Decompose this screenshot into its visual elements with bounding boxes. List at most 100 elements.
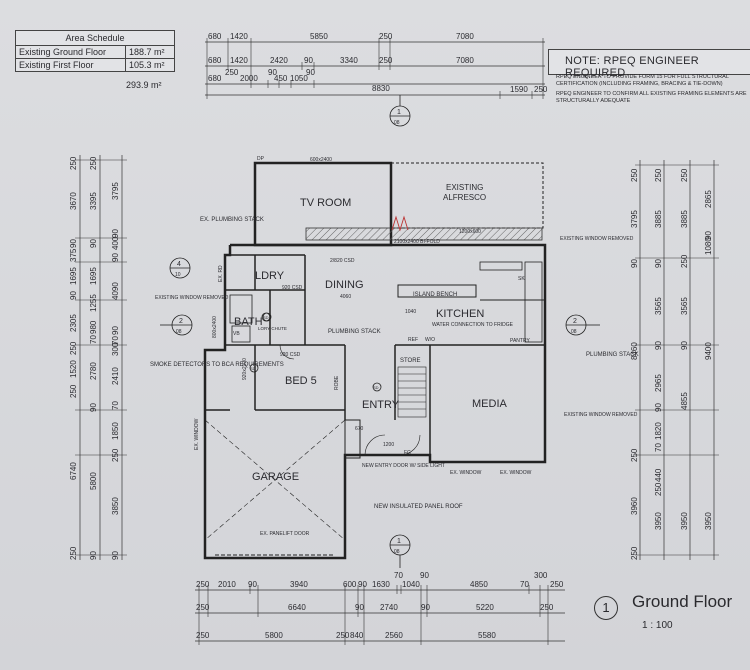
dim-label: 250 [630,546,639,560]
callout-number: 1 [397,538,401,545]
annotation: 920 CSD [282,285,303,291]
room-label-laundry: LDRY [255,270,285,282]
area-schedule-title: Area Schedule [16,31,174,46]
dim-label: 6640 [288,603,306,612]
dim-label: 3960 [630,497,639,515]
drawing-number: 1 [594,596,618,620]
dim-label: 90 [89,239,98,248]
annotation: ROBE [334,375,340,390]
annotation: DP [257,156,265,162]
drawing-name: Ground Floor [632,592,733,611]
annotation: 1200x600 [459,229,481,235]
annotation: 600x2400 [310,157,332,163]
dim-label: 90 [69,291,78,300]
room-label-entry: ENTRY [362,399,400,411]
dim-label: 250 [680,254,689,268]
dim-label: 2410 [111,367,120,385]
dim-label: 90 [89,551,98,560]
area-row: Existing Ground Floor 188.7 m² [16,46,174,59]
area-row-label: Existing First Floor [16,59,126,71]
dim-label: 90 [89,403,98,412]
dim-label: 1255 [89,294,98,312]
dim-label: 1820 [654,422,663,440]
annotation: PANTRY [510,338,530,344]
dim-label: 250 [69,384,78,398]
annotation: EX. WINDOW [500,470,532,476]
dim-label: 1080 [704,237,713,255]
note-line: RPEQ ENGINEER TO CONFIRM ALL EXISTING FR… [556,91,747,104]
dim-label: 90 [111,229,120,238]
dim-label: 7080 [456,56,474,65]
dim-label: 3850 [111,497,120,515]
dim-label: 680 [208,56,222,65]
dim-label: 980 [89,320,98,334]
room-label-bath: BATH [234,316,263,328]
dim-label: 6740 [69,462,78,480]
dim-label: 90 [420,571,429,580]
smoke-detector-markers: SD SD SD [249,312,382,392]
dim-label: 2780 [89,362,98,380]
dim-label: 2000 [240,74,258,83]
room-label-media: MEDIA [472,398,508,410]
dim-label: 3670 [69,192,78,210]
dim-label: 250 [196,603,210,612]
room-label-kitchen: KITCHEN [436,308,484,320]
dim-label: 4850 [470,580,488,589]
room-label-tv-room: TV ROOM [300,197,351,209]
callout-number: 1 [397,109,401,116]
annotation: SMOKE DETECTORS TO BCA REQUIREMENTS [150,362,284,368]
callout-number: 4 [177,261,181,268]
dim-label: 250 [196,631,210,640]
dim-label: 3940 [290,580,308,589]
annotation: REF [408,337,418,343]
callout-ref: 08 [394,549,400,555]
dim-label: 2865 [704,190,713,208]
annotation: 2100x2400 BI-FOLD [394,239,440,245]
dim-label: 250 [111,448,120,462]
annotation: PLUMBING STACK [586,352,639,358]
area-total: 293.9 m² [126,80,162,90]
dim-label: 3395 [89,192,98,210]
dim-label: 250 [69,156,78,170]
dim-label: 90 [704,231,713,240]
dim-label: 3950 [654,512,663,530]
annotation: ISLAND BENCH [413,292,457,298]
dim-label: 90 [630,259,639,268]
engineer-note-box: NOTE: RPEQ ENGINEER REQUIRED [548,49,750,79]
callout-number: 2 [179,318,183,325]
dim-label: 2420 [270,56,288,65]
dim-label: 9400 [704,342,713,360]
dim-label: 450 [274,74,288,83]
dim-label: 70 [111,336,120,345]
drawing-scale: 1 : 100 [642,620,673,631]
dim-label: 1040 [402,580,420,589]
room-labels: TV ROOM EXISTING ALFRESCO LDRY DINING KI… [234,183,508,483]
dim-label: 90 [306,68,315,77]
dim-label: 90 [111,326,120,335]
annotation: LORY CHUTE [258,326,287,331]
callout-ref: 08 [394,120,400,126]
dim-label: 2010 [218,580,236,589]
dim-label: 250 [540,603,554,612]
dim-label: 90 [111,253,120,262]
dim-label: 250 [336,631,350,640]
dim-label: 1850 [111,422,120,440]
annotation: EXISTING WINDOW REMOVED [564,412,638,418]
dim-label: 4855 [680,392,689,410]
annotation: WATER CONNECTION TO FRIDGE [432,322,514,328]
dim-label: 840 [350,631,364,640]
annotation: FG [404,450,411,456]
annotation: EXISTING WINDOW REMOVED [560,236,634,242]
dim-label: 3885 [680,210,689,228]
dim-label: 2560 [385,631,403,640]
annotation: EXISTING WINDOW REMOVED [155,295,229,301]
dim-label: 3950 [704,512,713,530]
annotation: SK [518,276,525,282]
building-walls [203,161,547,560]
dim-label: 1695 [69,267,78,285]
dim-label: 2740 [380,603,398,612]
note-line: RPEQ ENGINEER TO PROVIDE FORM 15 FOR FUL… [556,74,729,87]
dim-label: 90 [248,580,257,589]
dim-label: 90 [654,341,663,350]
dim-label: 3340 [340,56,358,65]
